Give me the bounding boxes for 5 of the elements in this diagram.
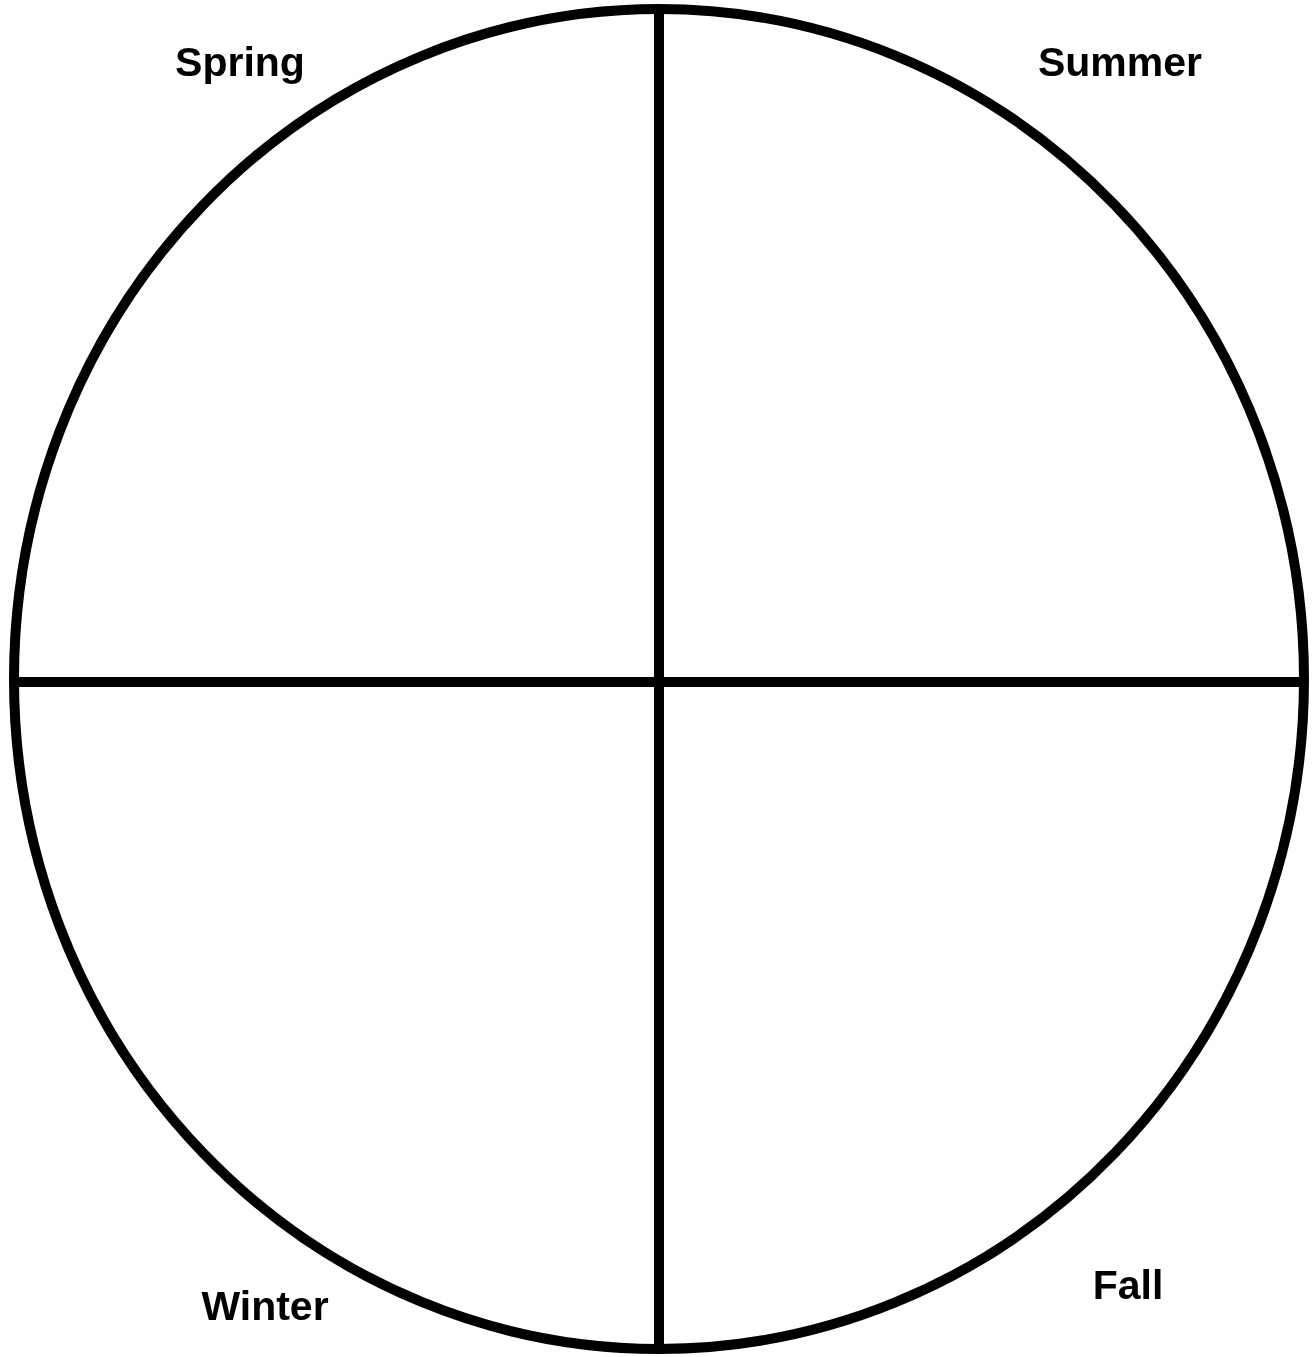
- quartered-circle-drawing: [9, 4, 1309, 1354]
- season-label: Winter: [201, 1285, 329, 1327]
- season-label: Spring: [175, 41, 305, 83]
- season-label: Fall: [1092, 1264, 1164, 1306]
- season-label: Summer: [1037, 41, 1203, 83]
